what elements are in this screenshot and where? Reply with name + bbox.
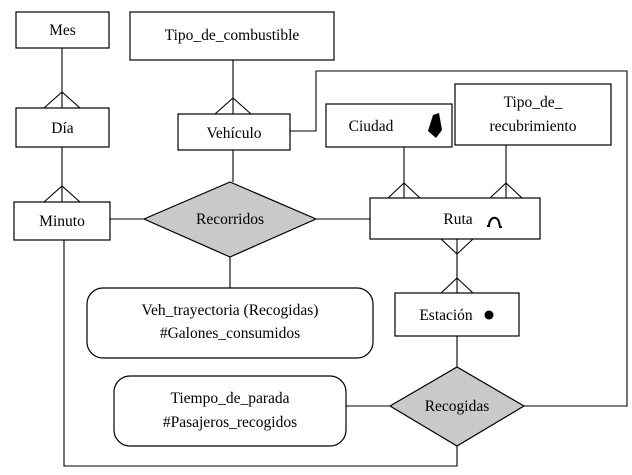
line-icon <box>487 216 502 228</box>
entity-tipo-de-recubrimiento-label-line1: Tipo_de_ <box>504 94 563 111</box>
attribute-veh-trayectoria: Veh_trayectoria (Recogidas) <box>142 302 319 319</box>
entity-minuto: Minuto <box>13 201 111 241</box>
entity-ciudad-label: Ciudad <box>349 118 394 135</box>
entity-ciudad: Ciudad <box>325 103 453 148</box>
entity-ruta-label: Ruta <box>443 211 472 228</box>
entity-tipo-de-recubrimiento: Tipo_de_ recubrimiento <box>454 83 612 146</box>
entity-vehiculo-label: Vehículo <box>206 125 261 142</box>
entity-tipo-de-combustible-label: Tipo_de_combustible <box>165 27 300 44</box>
point-icon <box>484 310 494 320</box>
relationship-recogidas: Recogidas <box>388 366 526 447</box>
attribute-pasajeros-recogidos: #Pasajeros_recogidos <box>163 414 297 431</box>
entity-dia-label: Día <box>51 120 74 137</box>
entity-estacion-label: Estación <box>419 307 473 324</box>
entity-tipo-de-recubrimiento-label-line2: recubrimiento <box>490 118 577 135</box>
attribute-tiempo-de-parada: Tiempo_de_parada <box>170 390 289 407</box>
entity-minuto-label: Minuto <box>39 213 85 230</box>
relationship-recogidas-label: Recogidas <box>425 398 490 415</box>
entity-vehiculo: Vehículo <box>177 113 291 151</box>
entity-estacion: Estación <box>394 292 520 337</box>
relationship-recorridos-label: Recorridos <box>196 211 264 228</box>
entity-tipo-de-combustible: Tipo_de_combustible <box>129 11 335 61</box>
attribute-recorridos: Veh_trayectoria (Recogidas) #Galones_con… <box>86 287 374 359</box>
polygon-icon <box>428 113 442 138</box>
hierarchy-markers <box>43 91 523 294</box>
entity-mes: Mes <box>15 11 110 49</box>
attribute-recogidas: Tiempo_de_parada #Pasajeros_recogidos <box>113 375 347 447</box>
entity-ruta: Ruta <box>369 197 541 240</box>
connector-lines <box>61 48 628 467</box>
relationship-recorridos: Recorridos <box>142 181 318 258</box>
entity-mes-label: Mes <box>49 22 76 39</box>
entity-dia: Día <box>15 107 110 148</box>
attribute-galones-consumidos: #Galones_consumidos <box>160 325 300 342</box>
